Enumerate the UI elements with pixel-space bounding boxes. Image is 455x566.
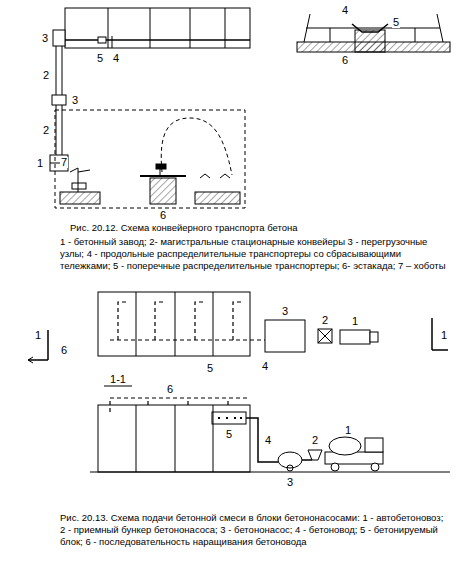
callout-number: 1 — [440, 330, 448, 341]
figure-caption: Рис. 20.13. Схема подачи бетонной смеси … — [60, 512, 445, 548]
callout-number: 3 — [281, 306, 289, 317]
pump-section — [90, 398, 450, 472]
callout-number: 3 — [71, 95, 79, 106]
callout-number: 7 — [60, 157, 68, 168]
callout-number: 4 — [341, 5, 349, 16]
callout-number: 5 — [96, 53, 104, 64]
callout-number: 6 — [159, 210, 167, 221]
callout-number: 1-1 — [109, 374, 127, 385]
callout-number: 1 — [34, 330, 42, 341]
callout-number: 4 — [112, 53, 120, 64]
conveyor-plan — [50, 8, 250, 171]
callout-number: 5 — [206, 363, 214, 374]
callout-number: 6 — [341, 55, 349, 66]
callout-number: 2 — [311, 435, 319, 446]
callout-number: 1 — [351, 316, 359, 327]
figure-caption: Рис. 20.12. Схема конвейерного транспорт… — [70, 222, 450, 234]
callout-number: 3 — [286, 477, 294, 488]
callout-number: 3 — [41, 33, 49, 44]
conveyor-section — [55, 110, 245, 208]
callout-number: 2 — [42, 70, 50, 81]
callout-number: 4 — [261, 361, 269, 372]
callout-number: 2 — [321, 315, 329, 326]
callout-number: 5 — [225, 429, 233, 440]
cross-section — [297, 14, 450, 52]
callout-number: 6 — [60, 345, 68, 356]
callout-number: 4 — [264, 435, 272, 446]
figure-caption: 1 - бетонный завод; 2- магистральные ста… — [60, 236, 450, 272]
callout-number: 5 — [392, 17, 400, 28]
callout-number: 1 — [344, 425, 352, 436]
callout-number: 2 — [42, 125, 50, 136]
callout-number: 6 — [166, 384, 174, 395]
pump-plan — [28, 292, 448, 386]
callout-number: 1 — [36, 158, 44, 169]
